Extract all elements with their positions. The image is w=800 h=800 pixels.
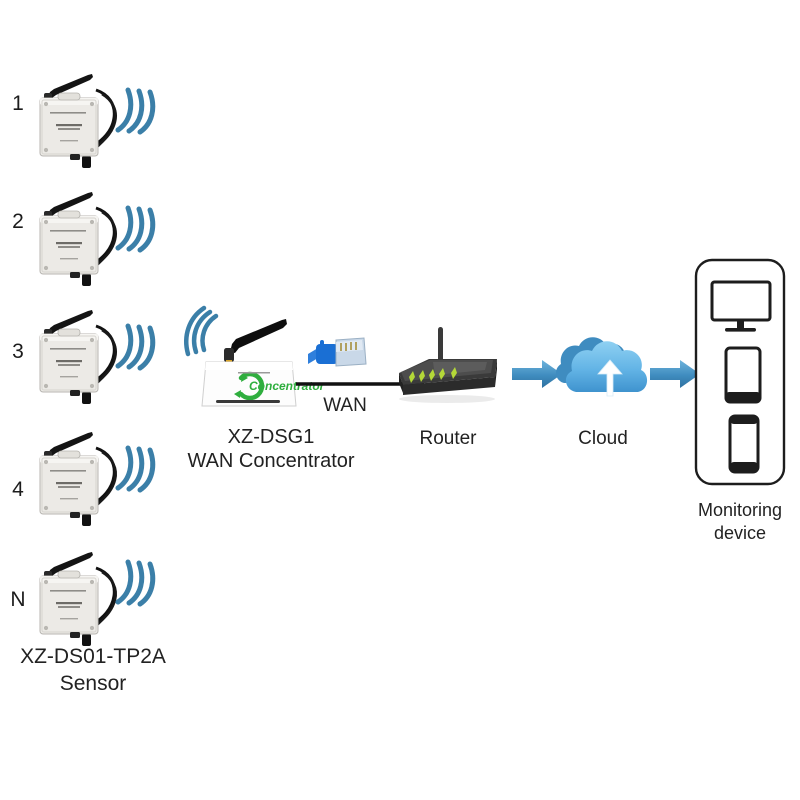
- wan-label: WAN: [323, 395, 367, 416]
- sensor-node-4[interactable]: [30, 428, 156, 528]
- router-caption: Router: [419, 428, 477, 449]
- upload-arrow-icon: [597, 359, 623, 397]
- antenna-icon: [438, 327, 443, 365]
- cloud-caption: Cloud: [578, 428, 628, 449]
- wireless-sensor-icon: [39, 192, 117, 286]
- wan-cable: [296, 337, 424, 386]
- sensor-node-3[interactable]: [30, 306, 156, 406]
- wifi-waves-icon: [115, 559, 156, 607]
- wireless-sensor-icon: [39, 74, 117, 168]
- sensor-index-2: 2: [12, 210, 24, 233]
- cloud-node[interactable]: [555, 330, 650, 406]
- led-indicator-icon: [409, 367, 457, 383]
- wifi-waves-icon: [115, 323, 156, 371]
- green-circular-arrow-icon: [234, 371, 265, 401]
- sensor-caption-line1: XZ-DS01-TP2A: [20, 645, 166, 668]
- arrow-right-icon: [512, 360, 562, 388]
- sensor-node-1[interactable]: [30, 70, 156, 170]
- smartphone-icon: [728, 414, 760, 474]
- sensor-node-2[interactable]: [30, 188, 156, 288]
- arrow-right-icon: [650, 360, 700, 388]
- concentrator-node[interactable]: Concentrator: [184, 305, 326, 416]
- router-node[interactable]: [385, 325, 510, 415]
- router-icon: [399, 327, 497, 403]
- wireless-sensor-icon: [39, 552, 117, 646]
- sensor-index-n: N: [10, 588, 26, 611]
- wan-concentrator-icon: Concentrator: [184, 305, 326, 407]
- rj45-ethernet-plug-icon: [308, 337, 367, 367]
- sensor-node-n[interactable]: [30, 548, 156, 648]
- cloud-icon: [555, 337, 648, 397]
- concentrator-caption-line2: WAN Concentrator: [187, 450, 355, 472]
- concentrator-caption-line1: XZ-DSG1: [227, 426, 315, 448]
- monitoring-device-node[interactable]: [692, 256, 788, 488]
- antenna-icon: [224, 319, 287, 366]
- sensor-index-4: 4: [12, 478, 24, 501]
- wifi-waves-icon: [115, 205, 156, 253]
- monitoring-devices-panel: [694, 258, 786, 486]
- monitoring-caption-line2: device: [713, 523, 767, 543]
- sensor-index-1: 1: [12, 92, 24, 115]
- desktop-monitor-icon: [710, 280, 772, 332]
- monitoring-caption-line1: Monitoring: [697, 500, 783, 520]
- wireless-sensor-icon: [39, 310, 117, 404]
- tablet-icon: [724, 346, 762, 404]
- sensor-index-3: 3: [12, 340, 24, 363]
- wifi-waves-icon: [184, 305, 219, 357]
- wireless-sensor-icon: [39, 432, 117, 526]
- wifi-waves-icon: [115, 87, 156, 135]
- wifi-waves-icon: [115, 445, 156, 493]
- sensor-caption-line2: Sensor: [59, 672, 127, 695]
